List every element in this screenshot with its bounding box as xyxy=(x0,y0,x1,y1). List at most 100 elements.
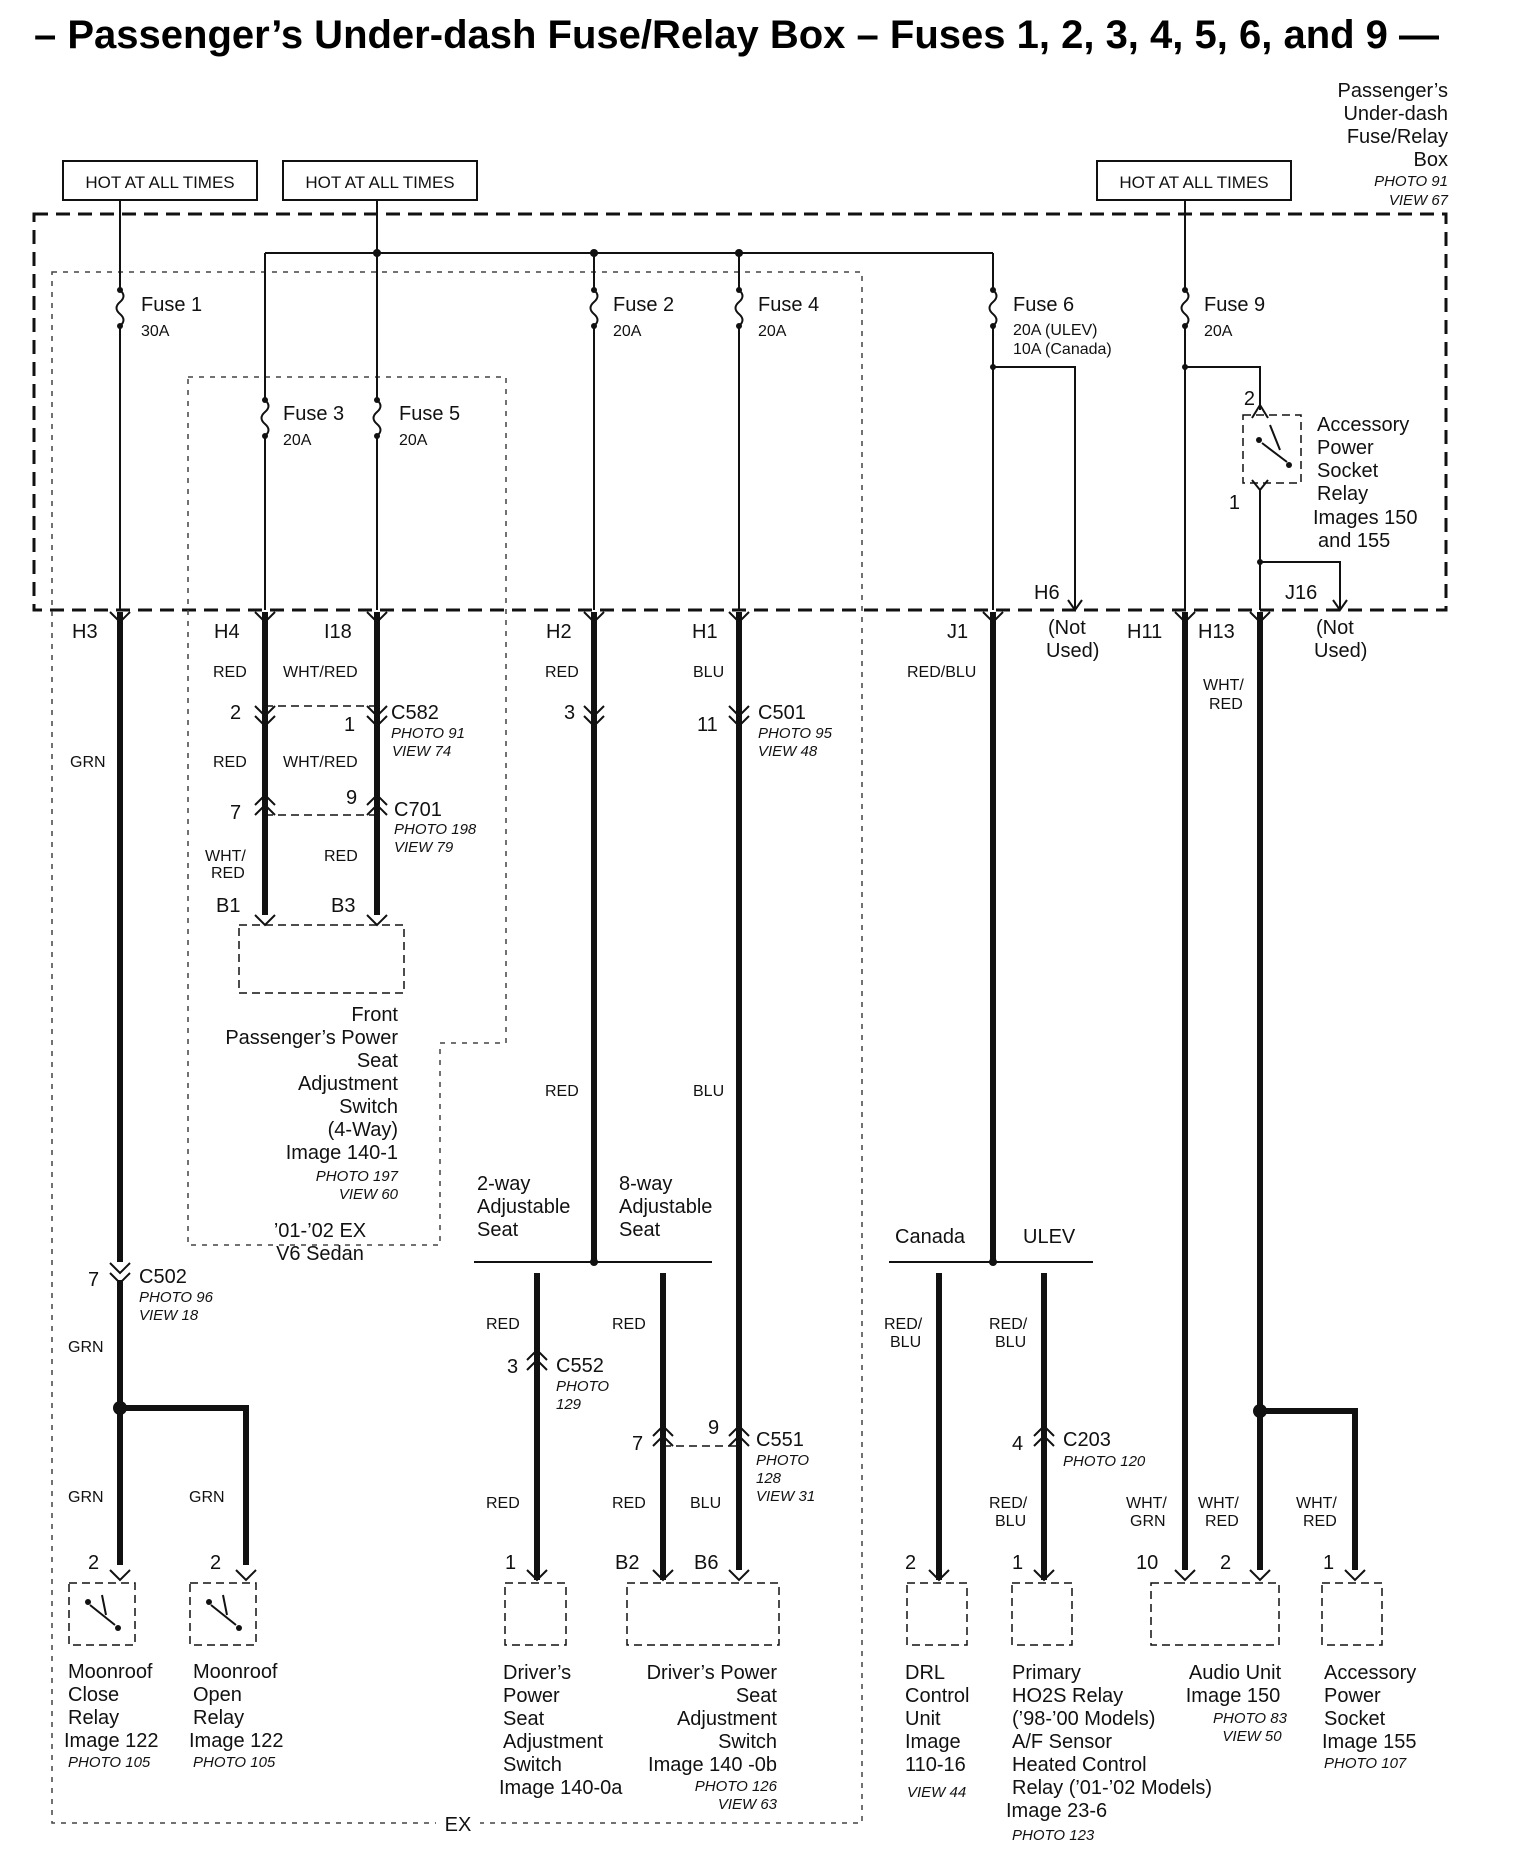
wire-color: GRN xyxy=(68,1489,104,1506)
fuse-2-symbol xyxy=(589,289,599,327)
drl-pin: 2 xyxy=(905,1552,916,1574)
front-passenger-seat-switch: Front Passenger’s Power Seat Adjustment … xyxy=(225,914,405,1203)
two-way-line: 2-way xyxy=(477,1173,530,1195)
c551-view: VIEW 31 xyxy=(756,1488,815,1505)
drl-line: DRL xyxy=(905,1662,945,1684)
wire-color: GRN xyxy=(1130,1513,1166,1530)
moon-open-line: Open xyxy=(193,1684,242,1706)
audio-line: Image 150 xyxy=(1186,1685,1281,1707)
fuse-box-label-line: Passenger’s xyxy=(1338,80,1448,102)
wire-color: BLU xyxy=(995,1513,1026,1530)
terminal-j1: J1 xyxy=(947,621,968,643)
front-seat-label-line: Switch xyxy=(339,1096,398,1118)
ex-v6-sedan-label: ’01-’02 EX V6 Sedan xyxy=(274,1220,366,1265)
drl-line: Unit xyxy=(905,1708,941,1730)
fuse-2-rating: 20A xyxy=(613,323,642,340)
fuse-4-symbol xyxy=(734,289,744,327)
wire-color: BLU xyxy=(690,1495,721,1512)
terminal-b3: B3 xyxy=(331,895,355,917)
c701-name: C701 xyxy=(394,799,442,821)
fuse-box-label-line: Under-dash xyxy=(1343,103,1448,125)
terminal-h1: H1 xyxy=(692,621,718,643)
fuse-box-label-line: Fuse/Relay xyxy=(1347,126,1448,148)
c582-view: VIEW 74 xyxy=(392,743,451,760)
terminal-i18: I18 xyxy=(324,621,352,643)
relay-pin-1: 1 xyxy=(1229,492,1240,514)
c582-pin: 1 xyxy=(344,714,355,736)
eight-way-line: Seat xyxy=(619,1219,661,1241)
wire-color: WHT/ xyxy=(1198,1495,1239,1512)
wire-color: RED xyxy=(545,664,579,681)
branch-canada: Canada xyxy=(895,1226,966,1248)
audio-unit: Audio Unit Image 150 PHOTO 83 VIEW 50 xyxy=(1150,1582,1288,1745)
wire-color: BLU xyxy=(693,1083,724,1100)
wire-color: BLU xyxy=(995,1334,1026,1351)
audio-photo: PHOTO 83 xyxy=(1213,1710,1288,1727)
fuse-9-symbol xyxy=(1180,289,1190,327)
front-seat-label-line: Front xyxy=(351,1004,398,1026)
terminal-b6: B6 xyxy=(694,1552,718,1574)
relay-label-line: Images 150 xyxy=(1313,507,1418,529)
c203-name: C203 xyxy=(1063,1429,1111,1451)
terminal-j16: J16 xyxy=(1285,582,1317,604)
wire-color: GRN xyxy=(68,1339,104,1356)
terminal-row: H3 H4 I18 H2 H1 J1 H6 H11 H13 J16 (Not U… xyxy=(72,582,1367,662)
wire-color: RED xyxy=(324,848,358,865)
ho2s-line: (’98-’00 Models) xyxy=(1012,1708,1155,1730)
fuse-3-rating: 20A xyxy=(283,432,312,449)
audio-pin-10: 10 xyxy=(1136,1552,1158,1574)
moon-close-line: Moonroof xyxy=(68,1661,153,1683)
accessory-power-socket-relay: 2 1 Accessory Power Socket Relay Images … xyxy=(1229,388,1418,552)
audio-pin-2: 2 xyxy=(1220,1552,1231,1574)
c501-name: C501 xyxy=(758,702,806,724)
branch-8way-label: 8-way Adjustable Seat xyxy=(619,1173,712,1241)
wire-color: RED xyxy=(213,664,247,681)
ho2s-relay: Primary HO2S Relay (’98-’00 Models) A/F … xyxy=(1006,1582,1212,1844)
moon-close-pin: 2 xyxy=(88,1552,99,1574)
ex-label: EX xyxy=(445,1814,472,1836)
c552-photo-num: 129 xyxy=(556,1396,582,1413)
fuse-box-label: Passenger’s Under-dash Fuse/Relay Box PH… xyxy=(1338,80,1449,209)
fuse-1-label: Fuse 1 xyxy=(141,294,202,316)
drv-power-line: Seat xyxy=(736,1685,778,1707)
moonroof-close-relay: Moonroof Close Relay Image 122 PHOTO 105 xyxy=(64,1582,159,1771)
page-title: – Passenger’s Under-dash Fuse/Relay Box … xyxy=(34,13,1439,57)
fuse-6-symbol xyxy=(988,289,998,327)
moon-open-line: Relay xyxy=(193,1707,244,1729)
acc-socket-photo: PHOTO 107 xyxy=(1324,1755,1407,1772)
drv-switch-line: Image 140-0a xyxy=(499,1777,623,1799)
terminal-h11: H11 xyxy=(1127,621,1162,643)
c203-pin: 4 xyxy=(1012,1433,1023,1455)
connector-c502: 7 C502 PHOTO 96 VIEW 18 xyxy=(88,1262,214,1324)
fuse-6-rating-ulev: 20A (ULEV) xyxy=(1013,322,1097,339)
accessory-power-socket: Accessory Power Socket Image 155 PHOTO 1… xyxy=(1321,1582,1417,1772)
drl-line: Image xyxy=(905,1731,961,1753)
wire-color: WHT/ xyxy=(1296,1495,1337,1512)
c582-pin: 2 xyxy=(230,702,241,724)
ho2s-line: HO2S Relay xyxy=(1012,1685,1123,1707)
acc-socket-line: Image 155 xyxy=(1322,1731,1417,1753)
wire-color: RED xyxy=(486,1316,520,1333)
terminal-h4: H4 xyxy=(214,621,240,643)
wire-color: RED xyxy=(1209,696,1243,713)
wire-color: RED/ xyxy=(884,1316,923,1333)
c501-pin: 11 xyxy=(697,714,718,736)
drivers-seat-switch-2way: Driver’s Power Seat Adjustment Switch Im… xyxy=(499,1582,623,1799)
moon-open-line: Image 122 xyxy=(189,1730,284,1752)
relay-label-line: and 155 xyxy=(1318,530,1390,552)
hot-label: HOT AT ALL TIMES xyxy=(85,173,234,192)
wire-color: WHT/ xyxy=(1126,1495,1167,1512)
c582-name: C582 xyxy=(391,702,439,724)
c551-pin: 7 xyxy=(632,1433,643,1455)
front-seat-label-line: Image 140-1 xyxy=(286,1142,398,1164)
c502-view: VIEW 18 xyxy=(139,1307,199,1324)
wire-color: RED xyxy=(612,1316,646,1333)
c203-photo: PHOTO 120 xyxy=(1063,1453,1146,1470)
drv-switch-line: Adjustment xyxy=(503,1731,603,1753)
audio-line: Audio Unit xyxy=(1189,1662,1282,1684)
c552-pin: 3 xyxy=(507,1356,518,1378)
c701-view: VIEW 79 xyxy=(394,839,454,856)
moon-open-line: Moonroof xyxy=(193,1661,278,1683)
ho2s-line: Heated Control xyxy=(1012,1754,1147,1776)
c552-photo: PHOTO xyxy=(556,1378,609,1395)
